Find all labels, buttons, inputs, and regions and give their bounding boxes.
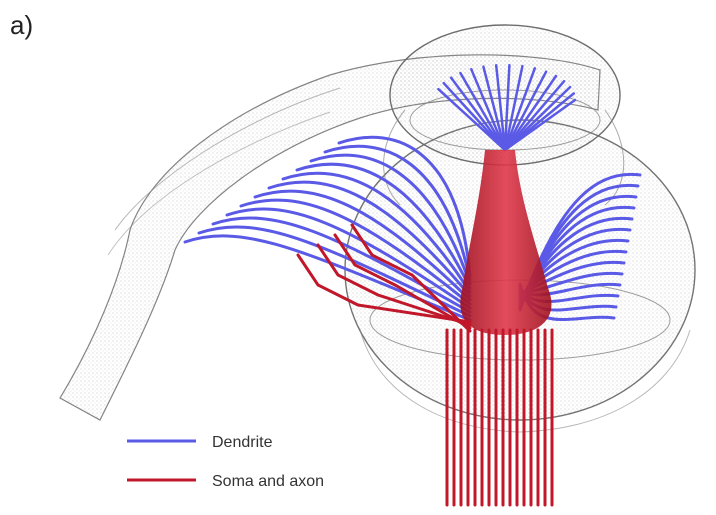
legend-soma-label: Soma and axon xyxy=(212,473,324,490)
legend: Dendrite Soma and axon xyxy=(127,434,324,490)
legend-dendrite-label: Dendrite xyxy=(212,434,273,451)
